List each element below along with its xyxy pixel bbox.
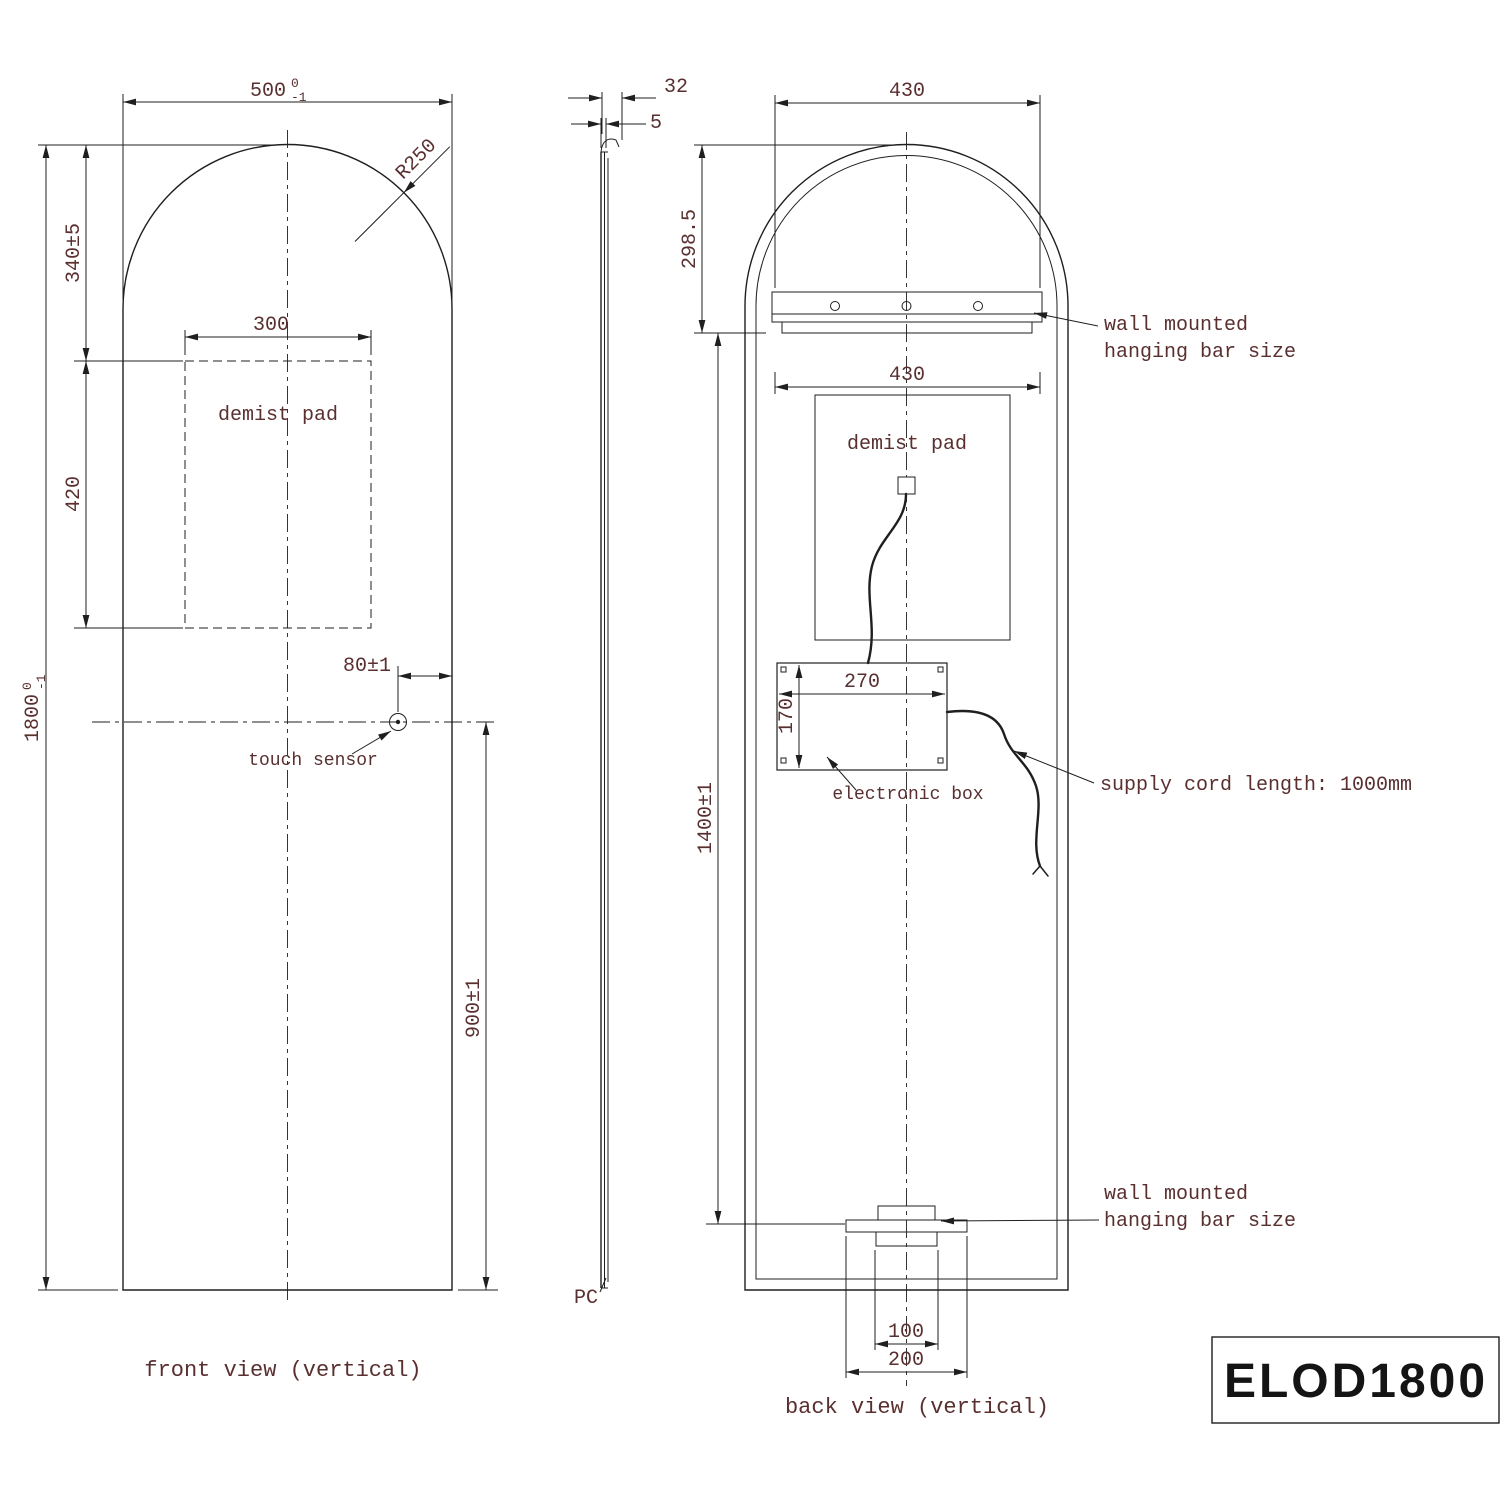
pc-label: PC [574, 1287, 598, 1310]
dim-width-value: 500 [250, 80, 286, 103]
dim-depth-32: 32 [568, 76, 688, 140]
dim-bottom-bar-200: 200 [845, 1236, 968, 1378]
side-view: 32 5 PC [568, 76, 688, 1310]
front-view-caption: front view (vertical) [144, 1358, 421, 1383]
dim-pad-height-420: 420 [63, 361, 183, 629]
demist-pad-label-front: demist pad [218, 404, 338, 427]
pad-cable [866, 492, 908, 665]
dim-pad-width-300: 300 [184, 314, 372, 355]
hanging-bar-top-callout: wall mounted hanging bar size [1033, 312, 1296, 364]
dim-box-height-value: 170 [776, 698, 799, 734]
dim-box-width-270: 270 [779, 671, 945, 698]
front-view: 500 0 -1 R250 340±5 420 [20, 76, 499, 1383]
mirror-outline-back-inner [755, 155, 1058, 1280]
dim-height-tol-top: 0 [20, 682, 35, 690]
dim-bottom-bar-200-value: 200 [888, 1349, 924, 1372]
hanging-bar-top-label-2: hanging bar size [1104, 341, 1296, 364]
dim-bottom-bar-100: 100 [874, 1250, 939, 1350]
demist-pad-label-back: demist pad [847, 433, 967, 456]
hanging-bar-bottom-callout: wall mounted hanging bar size [940, 1183, 1296, 1233]
bar-hole [830, 301, 840, 311]
dim-bar-to-bar-value: 1400±1 [695, 782, 718, 854]
dim-bottom-bar-100-value: 100 [888, 1321, 924, 1344]
profile-top-bracket [600, 138, 620, 153]
title-block: ELOD1800 [1211, 1336, 1500, 1424]
dim-sensor-height-value: 900±1 [463, 978, 486, 1038]
dim-radius-r250: R250 [354, 135, 451, 242]
bar-hole [901, 301, 912, 311]
dim-depth-value: 32 [664, 76, 688, 99]
dim-pad-height-value: 420 [63, 476, 86, 512]
dim-pad-width-value: 300 [253, 314, 289, 337]
hanging-bar-bottom-label-2: hanging bar size [1104, 1210, 1296, 1233]
dim-bar-width-value: 430 [889, 80, 925, 103]
touch-sensor [389, 713, 407, 731]
dim-bar-width-430: 430 [774, 80, 1041, 288]
dim-width-tol-bot: -1 [291, 90, 307, 105]
dim-radius-value: R250 [392, 135, 442, 185]
mirror-outline-back-outer [744, 143, 1069, 1291]
dim-width-tol-top: 0 [291, 76, 299, 91]
electronic-box-label: electronic box [832, 785, 983, 805]
pad-connector [897, 476, 916, 495]
dim-height-value: 1800 [22, 694, 45, 742]
hanging-bar-bottom [845, 1205, 968, 1247]
dim-arch-340: 340±5 [38, 144, 278, 362]
supply-cord-label: supply cord length: 1000mm [1100, 774, 1412, 797]
hanging-bar-bottom-label-1: wall mounted [1104, 1183, 1248, 1206]
supply-cord-callout: supply cord length: 1000mm [1013, 750, 1412, 797]
dim-arch-value: 340±5 [63, 223, 86, 283]
hanging-bar-top-label-1: wall mounted [1104, 314, 1248, 337]
demist-pad-outline-back [814, 394, 1011, 641]
hanging-bar-top [771, 291, 1043, 334]
dim-height-1800: 1800 0 -1 [20, 145, 118, 1291]
supply-cord [945, 709, 1042, 868]
dim-inner-width-430: 430 [774, 364, 1041, 394]
dim-bar-to-bar-1400: 1400±1 [695, 333, 845, 1225]
dim-inner-width-value: 430 [889, 364, 925, 387]
dim-glass-5: 5 [571, 112, 662, 148]
dim-arch-to-bar-value: 298.5 [679, 209, 702, 269]
title-block-border [1211, 1336, 1500, 1424]
dim-arch-to-bar-298: 298.5 [679, 144, 898, 334]
dim-height-tol-bot: -1 [34, 674, 49, 690]
pc-callout: PC [574, 1277, 607, 1310]
mirror-outline-front [122, 143, 453, 1291]
dim-sensor-offset-value: 80±1 [343, 655, 391, 678]
bar-hole [973, 301, 983, 311]
demist-pad-outline-front [184, 360, 372, 629]
electronic-box [776, 662, 948, 771]
dim-sensor-height-900: 900±1 [458, 722, 498, 1291]
dim-glass-value: 5 [650, 112, 662, 135]
dim-sensor-offset-80: 80±1 [343, 655, 452, 712]
dim-box-height-170: 170 [776, 665, 803, 768]
model-number: ELOD1800 [1224, 1355, 1488, 1408]
dim-box-width-value: 270 [844, 671, 880, 694]
touch-sensor-label: touch sensor [248, 751, 378, 771]
touch-sensor-callout: touch sensor [248, 730, 392, 771]
back-view-caption: back view (vertical) [785, 1395, 1049, 1420]
dim-width-500: 500 0 -1 [122, 76, 453, 300]
back-view: 430 298.5 wall mounted hanging bar size [679, 80, 1412, 1420]
electronic-box-callout: electronic box [826, 756, 984, 805]
